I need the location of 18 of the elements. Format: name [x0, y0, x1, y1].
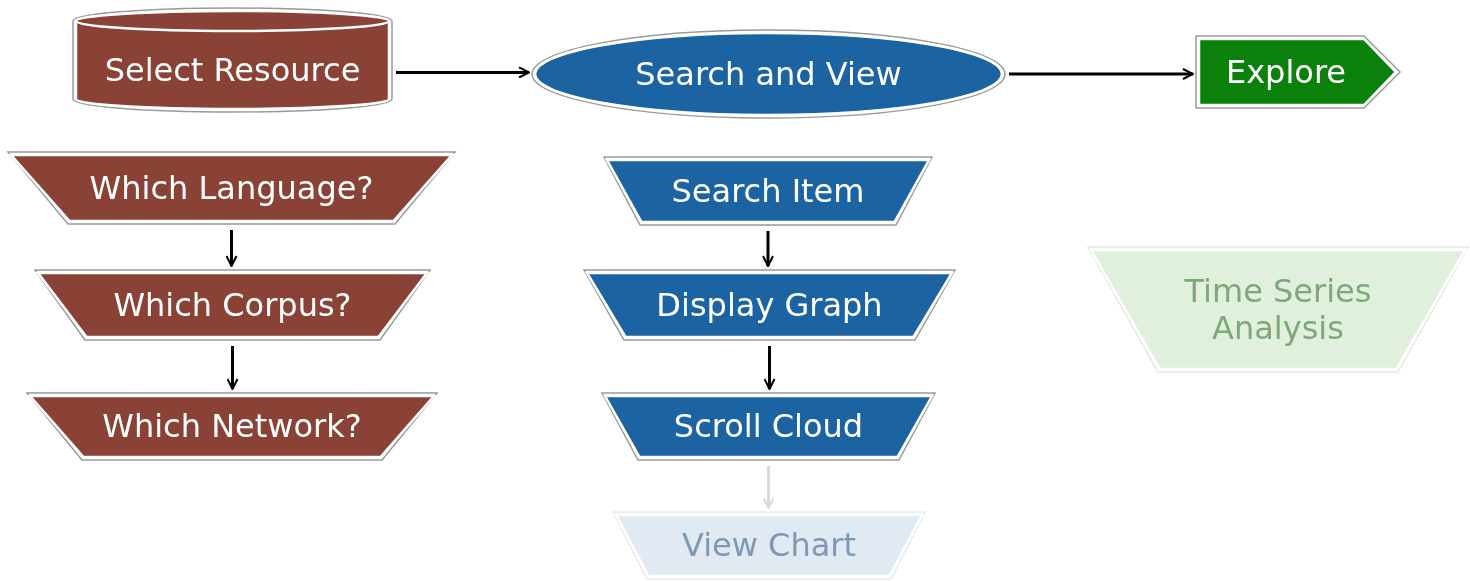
arrow — [396, 66, 530, 79]
arrow — [1009, 68, 1194, 80]
arrow — [762, 231, 774, 267]
node-label: Which Network? — [102, 408, 362, 445]
node-label: Display Graph — [656, 286, 883, 324]
arrow — [763, 346, 776, 390]
node-label: Select Resource — [104, 51, 361, 89]
node-label: Which Language? — [89, 169, 374, 207]
arrow — [225, 230, 238, 267]
arrow — [226, 346, 239, 390]
node-label: Search and View — [635, 55, 902, 93]
node-label: Search Item — [671, 172, 865, 210]
node-label: Which Corpus? — [113, 286, 352, 324]
node-label: Explore — [1225, 53, 1347, 91]
node-label: View Chart — [681, 527, 856, 564]
arrow — [762, 466, 775, 509]
node-label: Scroll Cloud — [673, 408, 864, 445]
node-label: Time Series Analysis — [1183, 272, 1373, 347]
